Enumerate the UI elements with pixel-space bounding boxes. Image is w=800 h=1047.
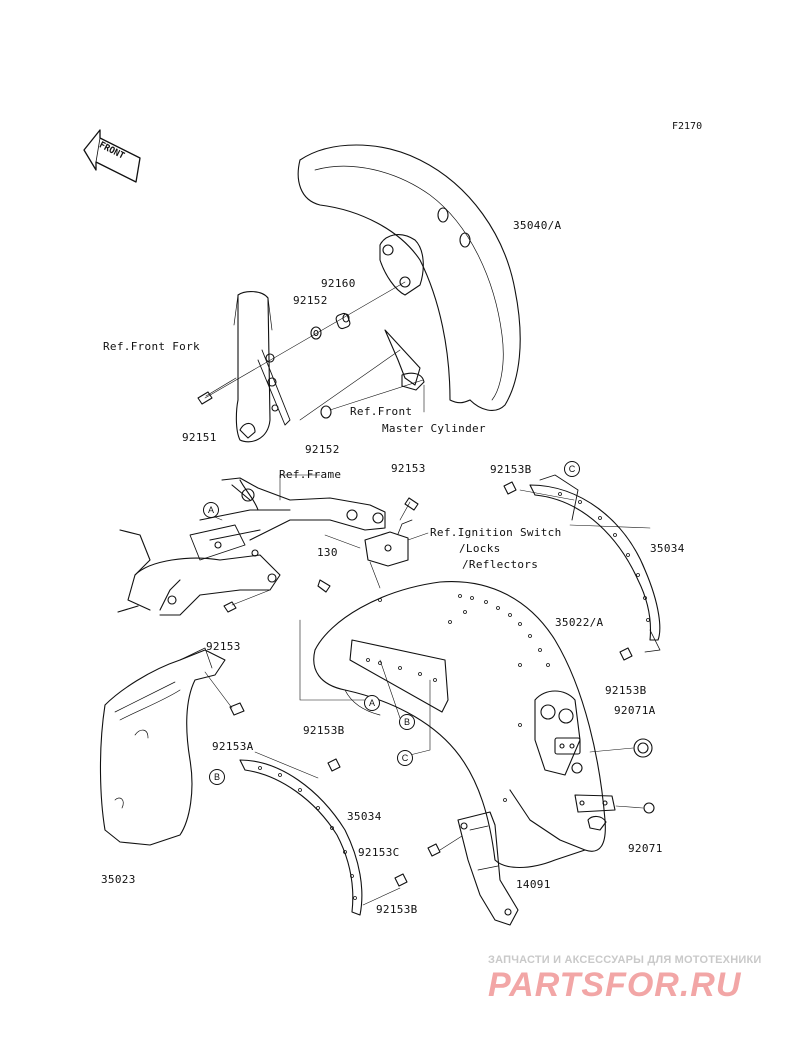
part-14091: 14091 <box>516 878 551 891</box>
part-92071a: 92071A <box>614 704 656 717</box>
figure-code: F2170 <box>672 121 703 132</box>
part-35023: 35023 <box>101 873 136 886</box>
part-92153b-right: 92153B <box>605 684 647 697</box>
part-92153c: 92153C <box>358 846 400 859</box>
nut-92153c <box>427 835 463 857</box>
part-35034-right: 35034 <box>650 542 685 555</box>
front-hardware <box>197 281 406 419</box>
ref-ignition-line2: /Locks <box>459 542 501 555</box>
front-fender <box>297 144 521 411</box>
ref-front-master-line2: Master Cylinder <box>382 422 486 435</box>
watermark-tagline: ЗАПЧАСТИ И АКСЕССУАРЫ ДЛЯ МОТОТЕХНИКИ <box>488 954 762 966</box>
rail-lower <box>239 751 408 916</box>
part-35034-lower: 35034 <box>347 810 382 823</box>
part-92151: 92151 <box>182 431 217 444</box>
callout-c-rail: C <box>564 461 580 477</box>
front-arrow-icon <box>83 129 141 183</box>
grommets <box>589 738 655 814</box>
callout-b-rail: B <box>209 769 225 785</box>
ref-front-master-line1: Ref.Front <box>350 405 413 418</box>
side-cover-left <box>99 647 245 846</box>
rear-fender <box>313 580 616 868</box>
callout-a-frame: A <box>203 502 219 518</box>
part-92160: 92160 <box>321 277 356 290</box>
front-fork <box>233 291 291 443</box>
part-92152-lower: 92152 <box>305 443 340 456</box>
ref-front-fork: Ref.Front Fork <box>103 340 200 353</box>
ref-ignition-line1: Ref.Ignition Switch <box>430 526 562 539</box>
part-92152-upper: 92152 <box>293 294 328 307</box>
part-92153b-low: 92153B <box>376 903 418 916</box>
bracket-14091 <box>457 811 519 926</box>
ignition-bracket <box>223 497 429 613</box>
part-92153-left: 92153 <box>206 640 241 653</box>
part-130: 130 <box>317 546 338 559</box>
brake-bracket <box>299 329 425 421</box>
callout-a-fender: A <box>364 695 380 711</box>
part-92153-top: 92153 <box>391 462 426 475</box>
callout-b-fender: B <box>399 714 415 730</box>
part-92071: 92071 <box>628 842 663 855</box>
ref-frame: Ref.Frame <box>279 468 342 481</box>
part-92153a: 92153A <box>212 740 254 753</box>
ref-ignition-line3: /Reflectors <box>462 558 539 571</box>
rail-right <box>503 474 661 661</box>
frame <box>117 474 386 616</box>
part-35022a: 35022/A <box>555 616 604 629</box>
part-92153b-mid: 92153B <box>303 724 345 737</box>
part-92153b-top: 92153B <box>490 463 532 476</box>
part-35040a: 35040/A <box>513 219 562 232</box>
callout-c-fender: C <box>397 750 413 766</box>
watermark-brand: PARTSFOR.RU <box>488 966 742 1004</box>
